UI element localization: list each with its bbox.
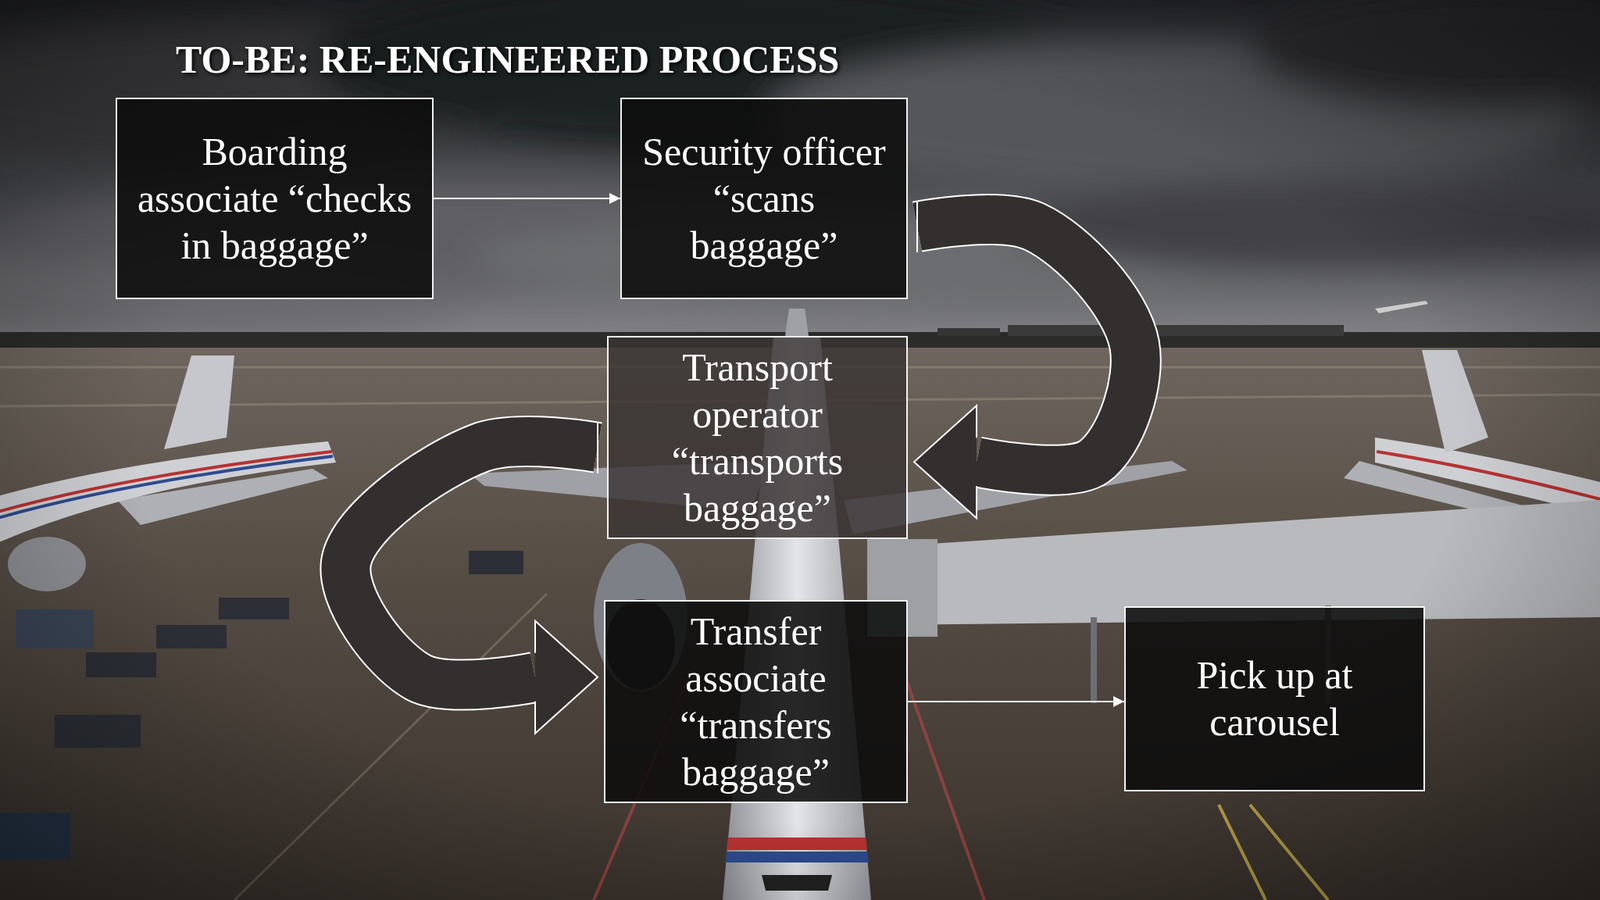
ribbon-arrowhead [914,405,977,518]
curved-arrow [914,200,1136,518]
process-box: Security officer “scans baggage” [620,97,908,300]
connector-line [907,700,1125,703]
ribbon-arrowhead [535,621,598,734]
box-text: Pick up at carousel [1142,651,1407,746]
box-text: Boarding associate “checks in baggage” [134,128,415,269]
flow-arrow [433,198,621,200]
process-box: Boarding associate “checks in baggage” [115,97,434,300]
connector-line [433,197,621,200]
box-text: Security officer “scans baggage” [639,128,890,269]
process-box: Pick up at carousel [1124,606,1425,792]
process-box: Transfer associate “transfers baggage” [603,600,908,804]
box-text: Transfer associate “transfers baggage” [622,607,890,796]
flow-arrow [907,701,1125,703]
ribbon-end [596,421,599,474]
process-box: Transport operator “transports baggage” [607,335,908,540]
slide-title: TO-BE: RE-ENGINEERED PROCESS [175,35,840,83]
ribbon-end [916,200,918,253]
curved-arrow [345,421,598,734]
box-text: Transport operator “transports baggage” [625,343,890,532]
